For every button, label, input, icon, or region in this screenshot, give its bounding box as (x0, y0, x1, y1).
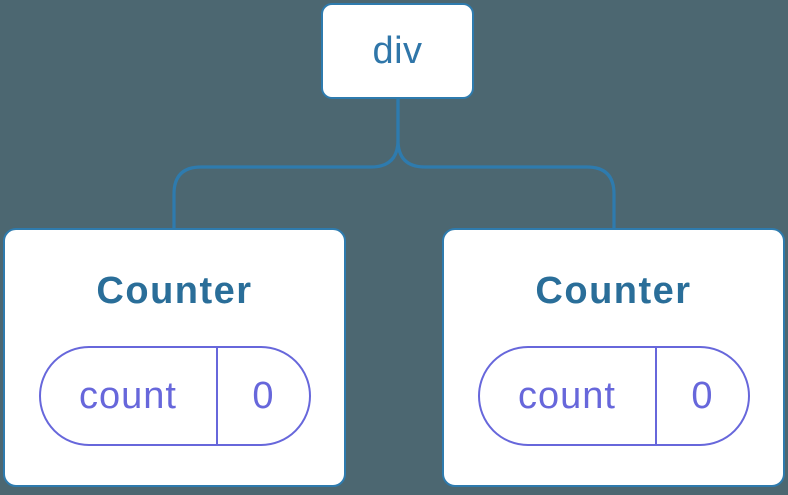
connector-left-branch (172, 99, 400, 229)
connector-right-branch (396, 99, 616, 229)
pill-divider (215, 348, 218, 444)
counter-title: Counter (96, 270, 253, 312)
pill-divider (654, 348, 657, 444)
state-value: 0 (691, 374, 713, 417)
root-node-label: div (372, 29, 423, 72)
state-pill: count 0 (477, 346, 750, 446)
state-value: 0 (252, 374, 274, 417)
state-key-label: count (518, 374, 616, 417)
state-pill: count 0 (38, 346, 311, 446)
state-key-label: count (79, 374, 177, 417)
root-node-div: div (321, 3, 474, 99)
counter-node-left: Counter count 0 (3, 228, 346, 487)
counter-title: Counter (535, 270, 692, 312)
counter-node-right: Counter count 0 (442, 228, 785, 487)
